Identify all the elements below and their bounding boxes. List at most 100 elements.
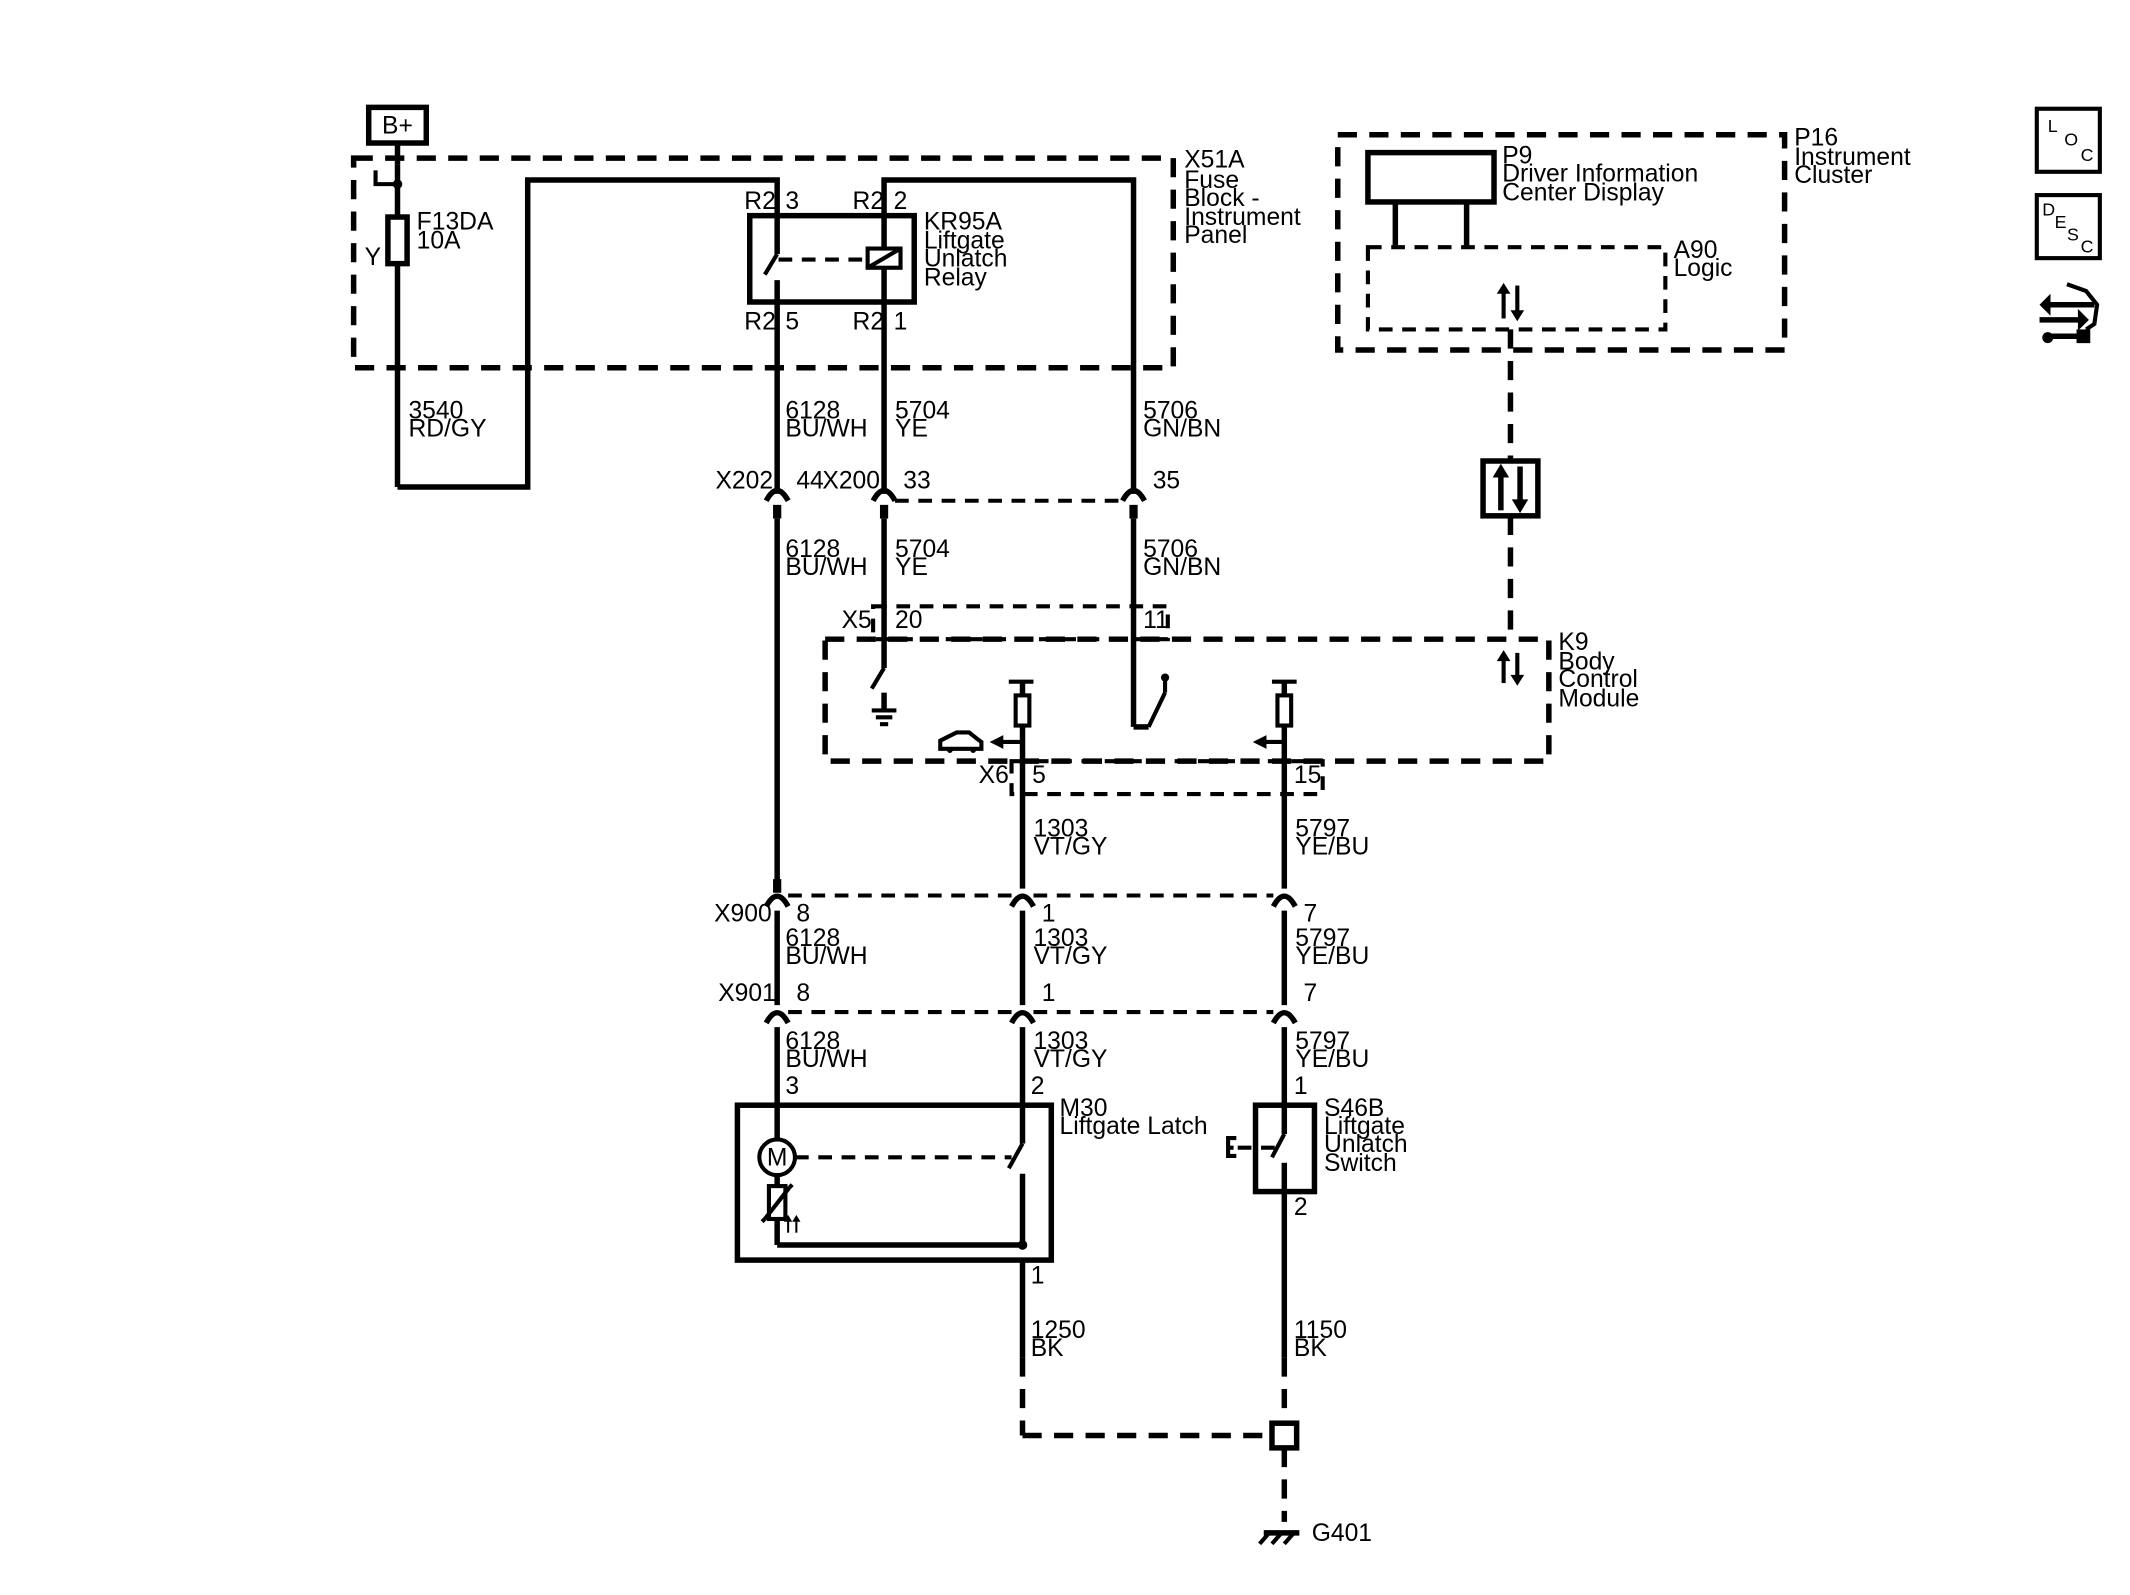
svg-text:Relay: Relay [924, 265, 988, 292]
svg-text:Module: Module [1558, 685, 1639, 712]
svg-text:BU/WH: BU/WH [785, 554, 867, 581]
dic-display-p9: P9 Driver Information Center Display [1365, 143, 1698, 248]
svg-text:35: 35 [1153, 467, 1180, 494]
svg-text:8: 8 [796, 901, 810, 928]
svg-text:6128: 6128 [785, 1028, 840, 1055]
svg-text:KR95A: KR95A [924, 208, 1003, 235]
svg-text:6128: 6128 [785, 398, 840, 425]
svg-text:S46B: S46B [1324, 1095, 1384, 1122]
svg-text:Center Display: Center Display [1502, 180, 1664, 207]
svg-text:X900: X900 [714, 901, 772, 928]
svg-text:5704: 5704 [895, 536, 950, 563]
svg-text:1: 1 [894, 308, 908, 335]
svg-text:P9: P9 [1502, 143, 1532, 170]
serial-data-link [1480, 329, 1541, 640]
location-letter: O [2064, 130, 2078, 150]
svg-text:R2: R2 [853, 188, 885, 215]
ground-g401: G401 [1258, 1520, 1372, 1547]
body-control-module-k9: K9 Body Control Module X5 20 11 X6 5 15 [822, 604, 1639, 797]
svg-text:YE/BU: YE/BU [1295, 1046, 1369, 1073]
svg-text:2: 2 [1031, 1073, 1045, 1100]
location-letter: L [2048, 116, 2058, 136]
svg-text:1303: 1303 [1033, 816, 1088, 843]
svg-text:7: 7 [1303, 901, 1317, 928]
svg-text:VT/GY: VT/GY [1033, 1046, 1107, 1073]
svg-text:Instrument: Instrument [1184, 204, 1301, 231]
ground-wires: 1250 BK 1150 BK [1019, 1317, 1347, 1522]
svg-text:K9: K9 [1558, 629, 1588, 656]
svg-text:5797: 5797 [1295, 925, 1350, 952]
svg-text:5706: 5706 [1143, 536, 1198, 563]
svg-text:BK: BK [1294, 1335, 1327, 1362]
svg-text:Instrument: Instrument [1794, 144, 1911, 171]
svg-text:YE: YE [895, 554, 928, 581]
svg-text:2: 2 [894, 188, 908, 215]
svg-text:YE/BU: YE/BU [1295, 833, 1369, 860]
bcm-output-5 [938, 679, 1034, 889]
location-button[interactable]: L O C [2034, 106, 2102, 174]
bcm-output-15 [1252, 679, 1297, 889]
bcm-input-20-switch [869, 666, 897, 727]
svg-text:X5: X5 [842, 607, 872, 634]
svg-text:Y: Y [365, 244, 381, 271]
svg-text:Unlatch: Unlatch [1324, 1131, 1408, 1158]
wire-labels-upper: 6128 BU/WH 5704 YE 5706 GN/BN [785, 398, 1221, 443]
svg-text:5706: 5706 [1143, 398, 1198, 425]
wire-3540: 3540 RD/GY [397, 177, 780, 490]
svg-text:1150: 1150 [1294, 1317, 1347, 1344]
svg-text:33: 33 [903, 467, 930, 494]
svg-text:X6: X6 [979, 762, 1009, 789]
svg-text:Switch: Switch [1324, 1150, 1397, 1177]
svg-text:RD/GY: RD/GY [408, 415, 486, 442]
svg-text:5: 5 [1032, 762, 1046, 789]
svg-text:1303: 1303 [1033, 1028, 1088, 1055]
connector-diagnostic-icon[interactable] [2039, 282, 2100, 344]
svg-text:6128: 6128 [785, 925, 840, 952]
svg-text:Logic: Logic [1674, 255, 1733, 282]
wire-labels-mid: 6128 BU/WH 5704 YE 5706 GN/BN [785, 536, 1221, 581]
connector-x202-x200: X202 44 X200 33 35 [715, 467, 1180, 519]
svg-text:5704: 5704 [895, 398, 950, 425]
svg-text:20: 20 [895, 607, 922, 634]
svg-text:1: 1 [1042, 980, 1056, 1007]
svg-text:X202: X202 [715, 467, 773, 494]
svg-text:X200: X200 [822, 467, 880, 494]
svg-text:7: 7 [1303, 980, 1317, 1007]
svg-text:BU/WH: BU/WH [785, 943, 867, 970]
svg-text:Fuse: Fuse [1184, 167, 1239, 194]
liftgate-latch-m30: 3 2 M30 Liftgate Latch M 1 [734, 1073, 1208, 1358]
svg-text:1: 1 [1031, 1262, 1045, 1289]
svg-text:5797: 5797 [1295, 816, 1350, 843]
description-letter: S [2067, 224, 2079, 244]
svg-text:A90: A90 [1674, 237, 1718, 264]
connector-x901: X901 8 1 7 6128 BU/WH 1303 VT/GY 5797 YE… [718, 980, 1369, 1106]
svg-text:Cluster: Cluster [1794, 162, 1872, 189]
instrument-cluster-p16: P16 Instrument Cluster [1335, 125, 1911, 353]
svg-text:YE: YE [895, 415, 928, 442]
svg-text:3540: 3540 [408, 398, 463, 425]
connector-x900: X900 8 1 7 6128 BU/WH 1303 VT/GY 5797 YE… [714, 879, 1369, 1006]
svg-text:YE/BU: YE/BU [1295, 943, 1369, 970]
svg-text:B+: B+ [382, 112, 413, 139]
svg-text:R2: R2 [853, 308, 885, 335]
svg-text:F13DA: F13DA [417, 208, 494, 235]
svg-text:Liftgate: Liftgate [1324, 1113, 1405, 1140]
svg-text:15: 15 [1294, 762, 1321, 789]
bcm-input-11-switch [1133, 673, 1170, 730]
liftgate-unlatch-switch-s46b: 1 2 S46B Liftgate Unlatch Switch [1226, 1073, 1408, 1358]
svg-text:Panel: Panel [1184, 222, 1247, 249]
svg-text:Unlatch: Unlatch [924, 245, 1008, 272]
svg-text:X51A: X51A [1184, 147, 1245, 174]
svg-text:3: 3 [785, 188, 799, 215]
description-button[interactable]: D E S C [2034, 193, 2102, 261]
svg-text:1303: 1303 [1033, 925, 1088, 952]
svg-text:Liftgate Latch: Liftgate Latch [1060, 1113, 1208, 1140]
fuse-f13da: F13DA 10A Y [365, 164, 494, 488]
svg-text:5: 5 [785, 308, 799, 335]
description-letter: E [2055, 212, 2067, 232]
svg-text:X901: X901 [718, 980, 776, 1007]
svg-text:1: 1 [1294, 1073, 1308, 1100]
svg-text:G401: G401 [1312, 1520, 1372, 1547]
description-letter: D [2042, 200, 2055, 220]
